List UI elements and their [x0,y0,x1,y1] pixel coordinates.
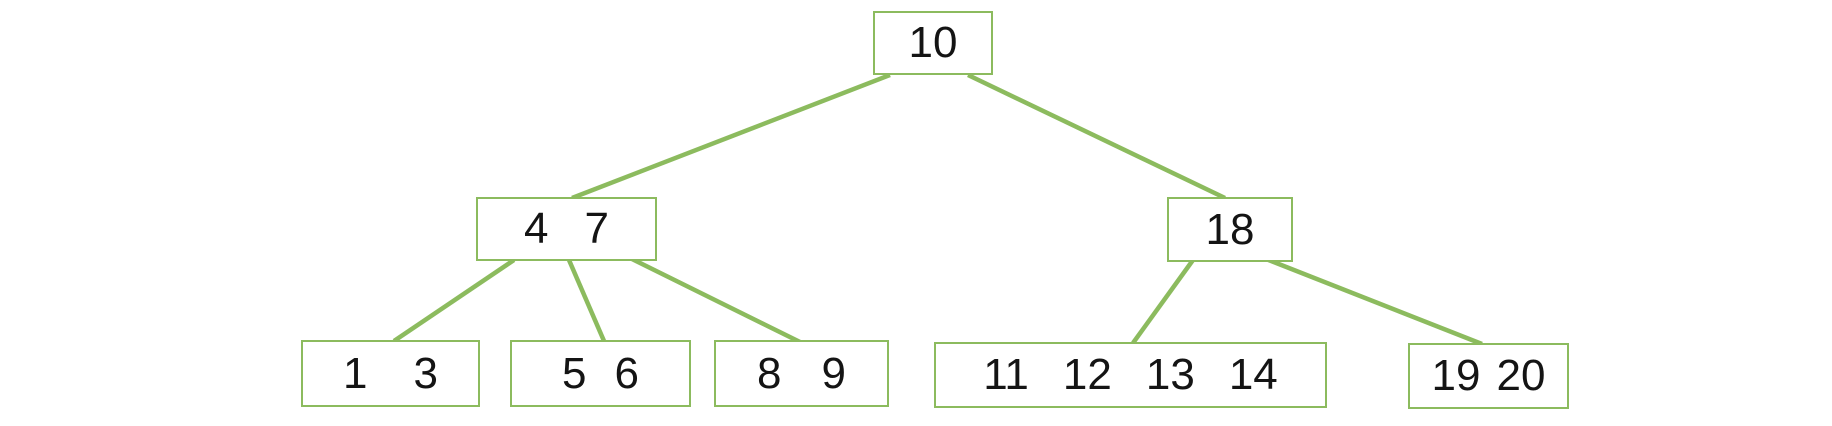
node-key: 7 [584,204,609,253]
node-key: 11 [983,350,1029,399]
node-key: 6 [614,348,639,398]
node-key: 10 [908,18,958,67]
edge-4-7-to-5-6 [566,259,607,342]
node-key: 18 [1205,204,1255,254]
node-key: 19 [1431,351,1481,400]
tree-node-18: 18 [1167,197,1293,262]
edge-4-7-to-8-9 [627,254,801,345]
node-key: 13 [1145,350,1195,399]
tree-node-4-7: 4 7 [476,197,657,261]
edge-root-to-4-7 [571,72,891,201]
node-key: 3 [413,348,438,398]
node-key: 4 [524,204,549,253]
node-key: 12 [1062,350,1112,399]
edge-root-to-18 [967,72,1226,201]
node-key: 8 [757,348,782,398]
edge-18-to-11-14 [1131,258,1195,345]
tree-node-root: 10 [873,11,993,75]
node-key: 20 [1496,351,1546,400]
tree-node-19-20: 19 20 [1408,343,1569,409]
tree-node-1-3: 1 3 [301,340,480,407]
node-key: 9 [821,348,846,398]
node-key: 14 [1228,350,1278,399]
tree-node-8-9: 8 9 [714,340,889,407]
tree-node-5-6: 5 6 [510,340,691,407]
edge-4-7-to-1-3 [392,258,516,343]
node-key: 1 [343,348,368,398]
edge-18-to-19-20 [1265,256,1483,347]
tree-node-11-14: 11 12 13 14 [934,342,1327,408]
node-key: 5 [562,348,587,398]
